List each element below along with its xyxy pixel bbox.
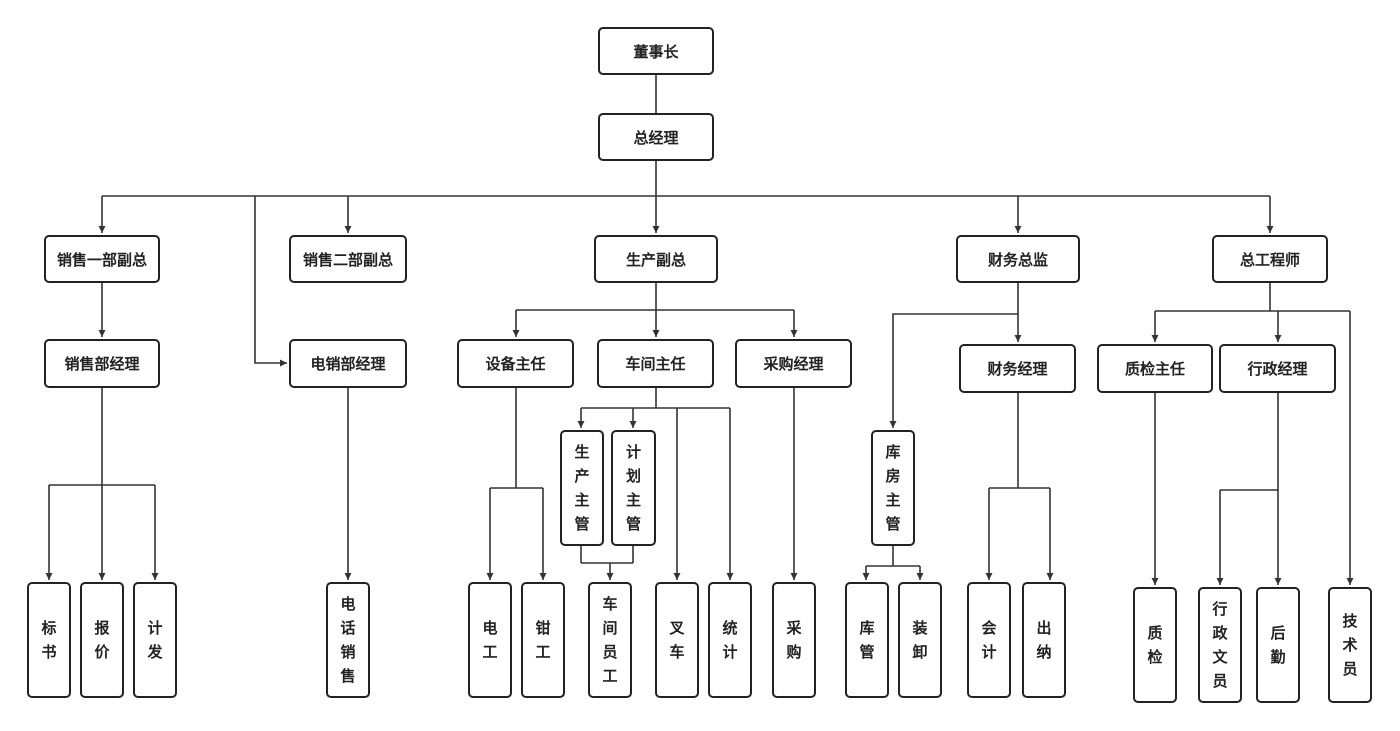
- general-manager-label: 总经理: [633, 128, 679, 147]
- finance-director-node[interactable]: 财务总监: [956, 235, 1080, 283]
- production-supervisor-node[interactable]: 生产主管: [560, 430, 604, 546]
- quality-inspection-label: 质检: [1147, 624, 1163, 666]
- technician-label: 技术员: [1342, 612, 1358, 678]
- production-vp-node[interactable]: 生产副总: [594, 235, 718, 283]
- fitter-node[interactable]: 钳工: [521, 582, 565, 698]
- telemarketing-node[interactable]: 电话销售: [326, 582, 370, 698]
- sales2-vp-node[interactable]: 销售二部副总: [289, 235, 407, 283]
- chief-engineer-label: 总工程师: [1239, 250, 1300, 269]
- workshop-staff-node[interactable]: 车间员工: [588, 582, 632, 698]
- warehouse-keeper-node[interactable]: 库管: [845, 582, 889, 698]
- cashier-label: 出纳: [1036, 619, 1052, 661]
- qc-head-node[interactable]: 质检主任: [1097, 344, 1213, 393]
- loading-unloading-node[interactable]: 装卸: [898, 582, 942, 698]
- chairman-node[interactable]: 董事长: [598, 27, 714, 75]
- logistics-node[interactable]: 后勤: [1256, 587, 1300, 703]
- loading-unloading-label: 装卸: [912, 619, 928, 661]
- technician-node[interactable]: 技术员: [1328, 587, 1372, 703]
- statistics-node[interactable]: 统计: [708, 582, 752, 698]
- production-vp-label: 生产副总: [625, 250, 686, 269]
- purchasing-manager-node[interactable]: 采购经理: [735, 339, 852, 388]
- planning-dispatch-label: 计发: [147, 619, 163, 661]
- telesales-manager-node[interactable]: 电销部经理: [289, 339, 407, 388]
- warehouse-supervisor-label: 库房主管: [885, 443, 901, 533]
- purchasing-manager-label: 采购经理: [763, 355, 824, 373]
- procurement-label: 采购: [786, 619, 802, 661]
- admin-manager-node[interactable]: 行政经理: [1219, 344, 1336, 393]
- admin-manager-label: 行政经理: [1247, 360, 1308, 378]
- planning-supervisor-label: 计划主管: [625, 443, 641, 533]
- chief-engineer-node[interactable]: 总工程师: [1212, 235, 1328, 283]
- quotation-label: 报价: [94, 619, 110, 661]
- electrician-node[interactable]: 电工: [468, 582, 512, 698]
- qc-head-label: 质检主任: [1124, 360, 1185, 378]
- bidding-node[interactable]: 标书: [27, 582, 71, 698]
- quality-inspection-node[interactable]: 质检: [1133, 587, 1177, 703]
- planning-supervisor-node[interactable]: 计划主管: [611, 430, 656, 546]
- sales2-vp-label: 销售二部副总: [302, 250, 393, 269]
- workshop-staff-label: 车间员工: [602, 595, 618, 685]
- telemarketing-label: 电话销售: [340, 595, 356, 685]
- general-manager-node[interactable]: 总经理: [598, 113, 714, 161]
- electrician-label: 电工: [482, 619, 498, 661]
- workshop-head-node[interactable]: 车间主任: [597, 339, 714, 388]
- accountant-label: 会计: [981, 619, 997, 661]
- finance-manager-label: 财务经理: [987, 360, 1048, 378]
- planning-dispatch-node[interactable]: 计发: [133, 582, 177, 698]
- telesales-manager-label: 电销部经理: [310, 355, 386, 373]
- sales1-vp-label: 销售一部副总: [56, 250, 147, 269]
- procurement-node[interactable]: 采购: [772, 582, 816, 698]
- fitter-label: 钳工: [535, 619, 551, 661]
- production-supervisor-label: 生产主管: [574, 443, 590, 533]
- warehouse-keeper-label: 库管: [859, 619, 875, 661]
- finance-director-label: 财务总监: [987, 250, 1048, 269]
- equipment-head-label: 设备主任: [485, 355, 546, 373]
- bidding-label: 标书: [41, 619, 57, 661]
- admin-clerk-label: 行政文员: [1212, 600, 1228, 690]
- chairman-label: 董事长: [633, 42, 679, 61]
- cashier-node[interactable]: 出纳: [1022, 582, 1066, 698]
- sales-manager-node[interactable]: 销售部经理: [44, 339, 160, 388]
- logistics-label: 后勤: [1270, 624, 1286, 666]
- warehouse-supervisor-node[interactable]: 库房主管: [871, 430, 915, 546]
- quotation-node[interactable]: 报价: [80, 582, 124, 698]
- equipment-head-node[interactable]: 设备主任: [457, 339, 574, 388]
- finance-manager-node[interactable]: 财务经理: [959, 344, 1076, 393]
- sales-manager-label: 销售部经理: [64, 355, 140, 373]
- statistics-label: 统计: [722, 619, 738, 661]
- sales1-vp-node[interactable]: 销售一部副总: [44, 235, 160, 283]
- admin-clerk-node[interactable]: 行政文员: [1198, 587, 1242, 703]
- forklift-node[interactable]: 叉车: [655, 582, 699, 698]
- workshop-head-label: 车间主任: [625, 355, 686, 373]
- forklift-label: 叉车: [669, 619, 685, 661]
- accountant-node[interactable]: 会计: [967, 582, 1011, 698]
